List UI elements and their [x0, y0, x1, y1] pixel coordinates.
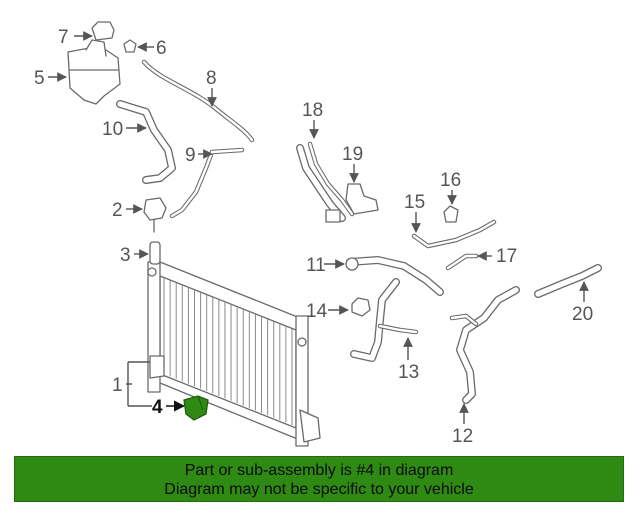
clip-16 — [443, 205, 459, 223]
leader-lines — [48, 31, 589, 424]
callout-8[interactable]: 8 — [206, 68, 217, 89]
hose-20 — [534, 264, 602, 298]
callout-16[interactable]: 16 — [440, 170, 461, 191]
radiator — [147, 261, 321, 447]
callout-3[interactable]: 3 — [120, 245, 131, 266]
banner-line-1: Part or sub-assembly is #4 in diagram — [184, 462, 454, 479]
hose-10 — [116, 100, 176, 184]
info-banner: Part or sub-assembly is #4 in diagram Di… — [14, 456, 624, 502]
callout-13[interactable]: 13 — [398, 362, 419, 383]
callout-labels: 7 6 5 8 10 9 2 3 18 19 16 15 17 11 14 13… — [34, 27, 593, 447]
hose-9 — [169, 147, 245, 219]
callout-11[interactable]: 11 — [306, 255, 326, 276]
cap-14 — [351, 297, 371, 317]
hose-11 — [345, 256, 444, 296]
housing-2 — [143, 197, 167, 233]
callout-12[interactable]: 12 — [452, 426, 473, 447]
callout-20[interactable]: 20 — [572, 304, 593, 325]
hose-18 — [296, 141, 355, 223]
callout-2[interactable]: 2 — [112, 200, 123, 221]
hose-13 — [350, 278, 419, 362]
tube-3 — [149, 241, 161, 265]
callout-14[interactable]: 14 — [306, 301, 328, 322]
callout-1[interactable]: 1 — [112, 375, 123, 396]
callout-15[interactable]: 15 — [404, 192, 425, 213]
hose-15 — [411, 219, 497, 249]
callout-5[interactable]: 5 — [34, 68, 45, 89]
callout-6[interactable]: 6 — [156, 38, 167, 59]
small-clip-6 — [123, 39, 137, 53]
tank-cap — [91, 21, 115, 41]
pipe-17 — [445, 253, 479, 271]
banner-line-2: Diagram may not be specific to your vehi… — [164, 481, 474, 498]
hose-8 — [141, 59, 255, 143]
callout-9[interactable]: 9 — [185, 145, 196, 166]
callout-7[interactable]: 7 — [58, 27, 69, 48]
callout-4[interactable]: 4 — [152, 397, 163, 418]
parts-diagram: 7 6 5 8 10 9 2 3 18 19 16 15 17 11 14 13… — [34, 21, 602, 447]
expansion-tank — [67, 39, 121, 105]
hose-12 — [449, 286, 520, 404]
drain-plug-part-4[interactable] — [183, 395, 209, 421]
callout-10[interactable]: 10 — [102, 119, 123, 140]
callout-19[interactable]: 19 — [342, 144, 363, 165]
callout-17[interactable]: 17 — [496, 246, 517, 267]
bracket-19 — [345, 183, 379, 215]
callout-18[interactable]: 18 — [302, 100, 323, 121]
